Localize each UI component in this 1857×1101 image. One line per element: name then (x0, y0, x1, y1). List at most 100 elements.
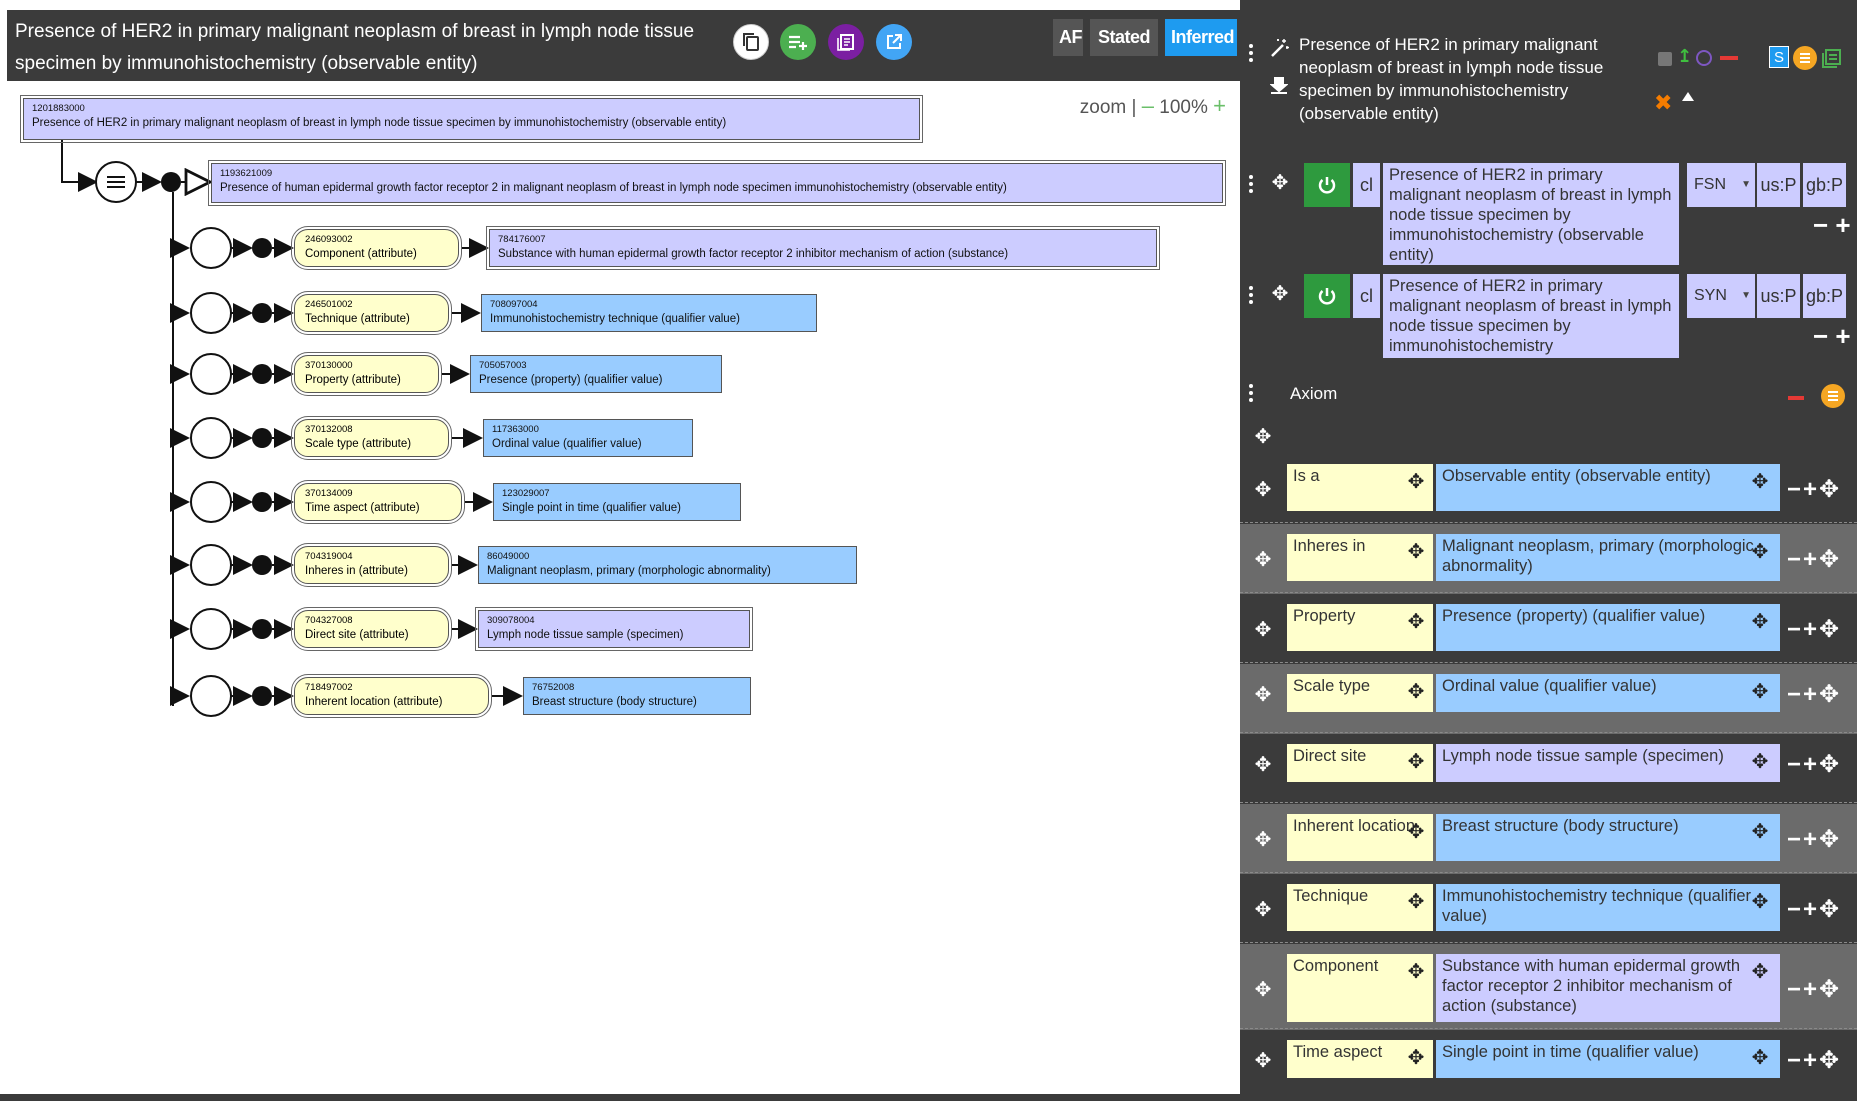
axiom-value[interactable]: Immunohistochemistry technique (qualifie… (1436, 884, 1780, 931)
axiom-row-controls[interactable]: −+✥ (1787, 976, 1842, 1003)
axiom-value[interactable]: Single point in time (qualifier value) (1436, 1040, 1780, 1078)
attribute-drag-icon[interactable]: ✥ (1407, 821, 1425, 843)
attribute-drag-icon[interactable]: ✥ (1407, 471, 1425, 493)
axiom-attribute[interactable]: Component (1287, 954, 1433, 1022)
axiom-remove-icon[interactable] (1788, 396, 1804, 400)
description-type-select[interactable]: SYN▼ (1687, 274, 1755, 318)
drag-icon[interactable]: ✥ (1254, 979, 1272, 1001)
axiom-value[interactable]: Breast structure (body structure) (1436, 814, 1780, 861)
parent-concept-box[interactable]: 1193621009 Presence of human epidermal g… (208, 160, 1226, 206)
open-new-icon[interactable] (876, 24, 912, 60)
value-drag-icon[interactable]: ✥ (1751, 471, 1769, 493)
gb-acceptability[interactable]: gb:P (1803, 163, 1846, 207)
description-type-select[interactable]: FSN▼ (1687, 163, 1755, 207)
save-icon[interactable] (1658, 52, 1672, 66)
axiom-attribute[interactable]: Technique (1287, 884, 1433, 931)
axiom-row-controls[interactable]: −+✥ (1787, 751, 1842, 778)
description-more-icon[interactable] (1248, 175, 1254, 196)
axiom-attribute[interactable]: Scale type (1287, 674, 1433, 712)
axiom-value[interactable]: Observable entity (observable entity) (1436, 464, 1780, 511)
add-to-list-icon[interactable] (780, 24, 816, 60)
value-drag-icon[interactable]: ✥ (1751, 961, 1769, 983)
description-remove-add-controls[interactable]: − + (1813, 210, 1851, 240)
download-icon[interactable] (1269, 77, 1289, 97)
description-term[interactable]: Presence of HER2 in primary malignant ne… (1383, 274, 1679, 358)
axiom-row-controls[interactable]: −+✥ (1787, 825, 1842, 853)
axiom-row-controls[interactable]: −+✥ (1787, 545, 1842, 573)
axiom-value[interactable]: Presence (property) (qualifier value) (1436, 604, 1780, 651)
s-icon[interactable]: S (1769, 46, 1789, 68)
drag-icon[interactable]: ✥ (1254, 1050, 1272, 1072)
value-drag-icon[interactable]: ✥ (1751, 681, 1769, 703)
value-drag-icon[interactable]: ✥ (1751, 1047, 1769, 1069)
description-remove-add-controls[interactable]: − + (1813, 321, 1851, 351)
description-more-icon[interactable] (1248, 286, 1254, 307)
description-term[interactable]: Presence of HER2 in primary malignant ne… (1383, 163, 1679, 265)
active-toggle-button[interactable] (1304, 163, 1350, 207)
tab-af[interactable]: AF (1053, 19, 1083, 56)
axiom-value[interactable]: Malignant neoplasm, primary (morphologic… (1436, 534, 1780, 581)
axiom-value[interactable]: Ordinal value (qualifier value) (1436, 674, 1780, 712)
us-acceptability[interactable]: us:P (1757, 274, 1800, 318)
axiom-attribute[interactable]: Direct site (1287, 744, 1433, 782)
focus-concept-box[interactable]: 1201883000 Presence of HER2 in primary m… (20, 95, 923, 143)
case-significance-select[interactable]: cl (1353, 274, 1380, 318)
zoom-out-button[interactable]: – (1141, 93, 1154, 118)
axiom-row-controls[interactable]: −+✥ (1787, 475, 1842, 503)
gb-acceptability[interactable]: gb:P (1803, 274, 1846, 318)
drag-icon[interactable]: ✥ (1254, 828, 1272, 851)
zoom-in-button[interactable]: + (1213, 93, 1226, 118)
drag-icon[interactable]: ✥ (1254, 898, 1272, 921)
axiom-attribute[interactable]: Inheres in (1287, 534, 1433, 581)
attribute-drag-icon[interactable]: ✥ (1407, 961, 1425, 983)
attribute-drag-icon[interactable]: ✥ (1407, 541, 1425, 563)
value-drag-icon[interactable]: ✥ (1751, 891, 1769, 913)
axiom-drag-icon[interactable]: ✥ (1254, 426, 1272, 448)
drag-icon[interactable]: ✥ (1254, 754, 1272, 776)
list-icon[interactable] (828, 24, 864, 60)
axiom-value[interactable]: Substance with human epidermal growth fa… (1436, 954, 1780, 1022)
promote-icon[interactable]: ↥ (1677, 46, 1693, 66)
magic-wand-icon[interactable] (1269, 38, 1289, 58)
active-toggle-button[interactable] (1304, 274, 1350, 318)
drag-icon[interactable]: ✥ (1254, 548, 1272, 571)
axiom-value[interactable]: Lymph node tissue sample (specimen) (1436, 744, 1780, 782)
attribute-drag-icon[interactable]: ✥ (1407, 611, 1425, 633)
axiom-attribute[interactable]: Time aspect (1287, 1040, 1433, 1078)
attribute-drag-icon[interactable]: ✥ (1407, 751, 1425, 773)
drag-icon[interactable]: ✥ (1271, 172, 1289, 194)
history-icon[interactable] (1696, 50, 1712, 66)
axiom-attribute[interactable]: Is a (1287, 464, 1433, 511)
attribute-drag-icon[interactable]: ✥ (1407, 681, 1425, 703)
value-drag-icon[interactable]: ✥ (1751, 541, 1769, 563)
axiom-attribute[interactable]: Property (1287, 604, 1433, 651)
axiom-row-controls[interactable]: −+✥ (1787, 1047, 1842, 1074)
axiom-row-controls[interactable]: −+✥ (1787, 895, 1842, 923)
copy-icon[interactable] (733, 24, 769, 60)
case-significance-select[interactable]: cl (1353, 163, 1380, 207)
us-acceptability[interactable]: us:P (1757, 163, 1800, 207)
value-drag-icon[interactable]: ✥ (1751, 821, 1769, 843)
tab-stated[interactable]: Stated (1090, 19, 1158, 56)
tab-inferred[interactable]: Inferred (1165, 19, 1237, 56)
drag-icon[interactable]: ✥ (1254, 684, 1272, 706)
axiom-row-controls[interactable]: −+✥ (1787, 615, 1842, 643)
drag-icon[interactable]: ✥ (1254, 618, 1272, 641)
remove-icon[interactable] (1720, 56, 1738, 60)
axiom-attribute[interactable]: Inherent location (1287, 814, 1433, 861)
axiom-menu-icon[interactable] (1821, 384, 1845, 408)
menu-icon[interactable] (1793, 46, 1817, 70)
